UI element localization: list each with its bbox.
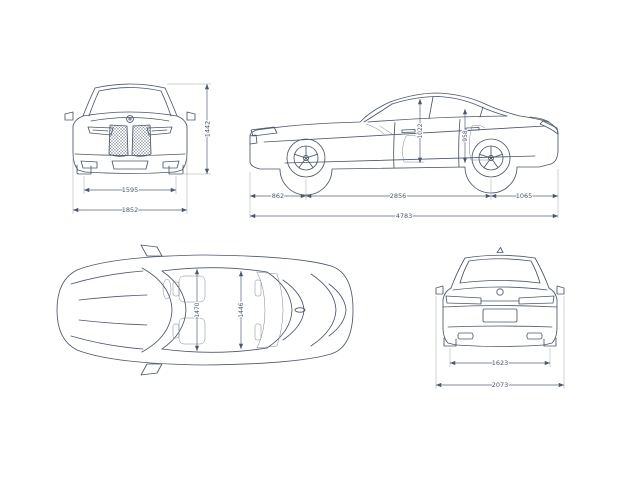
side-door-handle-front xyxy=(401,129,416,133)
side-grille xyxy=(249,134,258,145)
dim-front-track: 1595 xyxy=(83,176,177,195)
front-grille-left-kidney xyxy=(108,124,129,157)
rear-roundel xyxy=(496,288,504,296)
top-mirror-left xyxy=(140,244,163,257)
dim-label-interior-width-rear: 1446 xyxy=(238,302,245,317)
top-rear-window-top xyxy=(266,271,293,349)
side-front-door-cut xyxy=(393,122,396,169)
front-hood-line xyxy=(82,111,178,117)
dim-top-interior-width-rear: 1446 xyxy=(237,271,246,349)
front-roundel xyxy=(126,115,134,123)
rear-mirror-right xyxy=(556,285,565,295)
dim-label-overall-length: 4783 xyxy=(396,212,413,220)
top-trunk-cut xyxy=(310,273,337,347)
dim-label-front-height: 1442 xyxy=(203,121,211,138)
top-car-drawing xyxy=(56,244,354,376)
top-rear-window-base xyxy=(282,279,305,341)
dim-label-headroom-front: 1022 xyxy=(417,123,424,138)
dim-side-front-overhang: 862 xyxy=(250,191,306,201)
front-tire-left xyxy=(76,164,92,175)
rear-car-drawing xyxy=(435,247,565,347)
dim-side-headroom-rear: 958 xyxy=(461,109,470,163)
side-b-pillar xyxy=(428,96,434,119)
rear-window xyxy=(459,258,541,284)
top-steering-wheel xyxy=(162,278,172,300)
top-seat-passenger xyxy=(178,317,206,345)
front-grille-right-kidney xyxy=(131,124,152,157)
rear-tire-left xyxy=(443,337,457,347)
rear-exhaust-right xyxy=(526,332,543,340)
dim-front-overall-height: 1442 xyxy=(167,83,212,175)
front-mirror-right xyxy=(186,111,196,121)
top-windshield-base xyxy=(141,267,173,353)
rear-decklid-line xyxy=(452,286,548,291)
dim-label-headroom-rear: 958 xyxy=(462,130,469,142)
front-headlight-left xyxy=(87,126,114,136)
front-roof xyxy=(94,83,166,89)
front-side-intakes xyxy=(80,160,180,169)
rear-antenna-fin xyxy=(496,247,504,253)
dim-side-overall-length: 4783 xyxy=(250,211,558,221)
side-car-drawing xyxy=(249,92,559,196)
dim-side-rear-overhang: 1065 xyxy=(491,191,558,201)
rear-exhaust-left xyxy=(457,332,474,340)
dim-label-interior-width-front: 1470 xyxy=(194,302,201,317)
dim-label-front-overhang: 862 xyxy=(272,192,284,200)
top-hood-lines xyxy=(78,294,148,326)
side-rear-wheel xyxy=(471,138,511,178)
top-seat-driver xyxy=(178,275,206,303)
rear-roof xyxy=(464,254,536,259)
top-view: 1470 1446 xyxy=(56,244,354,376)
top-interior-details xyxy=(162,271,284,349)
dim-label-rear-track: 1623 xyxy=(492,359,509,367)
rear-view: 1623 2073 xyxy=(435,247,565,390)
rear-tire-right xyxy=(543,337,557,347)
dim-label-rear-width-mirrors: 2073 xyxy=(492,381,509,389)
dim-rear-width-incl-mirrors: 2073 xyxy=(435,296,565,390)
dim-top-interior-width-front: 1470 xyxy=(193,269,202,351)
top-mirror-right xyxy=(140,363,163,376)
dim-side-headroom-front: 1022 xyxy=(416,99,425,163)
dim-rear-track: 1623 xyxy=(449,348,551,368)
front-windshield xyxy=(88,87,172,117)
rear-taillight-left xyxy=(445,295,482,305)
front-mirror-left xyxy=(64,111,74,121)
dim-label-rear-overhang: 1065 xyxy=(516,192,533,200)
side-interior-details xyxy=(365,123,489,163)
rear-taillight-right xyxy=(518,295,555,305)
top-fender-lines xyxy=(70,270,144,350)
front-car-drawing xyxy=(64,83,196,175)
top-roof-front-edge xyxy=(161,270,187,350)
rear-license-plate xyxy=(482,308,518,323)
front-headlight-right xyxy=(146,126,173,136)
dim-label-wheelbase: 2856 xyxy=(390,192,407,200)
dim-front-overall-width: 1852 xyxy=(72,156,188,215)
dim-side-wheelbase: 2856 xyxy=(306,191,491,201)
top-roof-sides xyxy=(161,267,268,353)
top-body-outline xyxy=(56,254,354,366)
front-center-intake xyxy=(111,160,149,170)
dim-label-front-track: 1595 xyxy=(122,186,139,194)
side-body-outline xyxy=(249,92,559,196)
side-rear-door-cut xyxy=(458,119,461,168)
front-view: 1595 1852 1442 xyxy=(64,83,212,215)
side-front-wheel xyxy=(286,138,326,178)
dim-label-front-width: 1852 xyxy=(122,206,139,214)
top-antenna-fin xyxy=(294,307,306,313)
rear-mirror-left xyxy=(435,285,444,295)
side-window-line xyxy=(391,96,508,117)
side-headlight xyxy=(250,126,278,137)
top-rear-bench xyxy=(256,271,284,349)
side-view: 1022 958 862 2856 1065 4783 xyxy=(249,92,559,221)
side-taillight xyxy=(539,120,559,135)
